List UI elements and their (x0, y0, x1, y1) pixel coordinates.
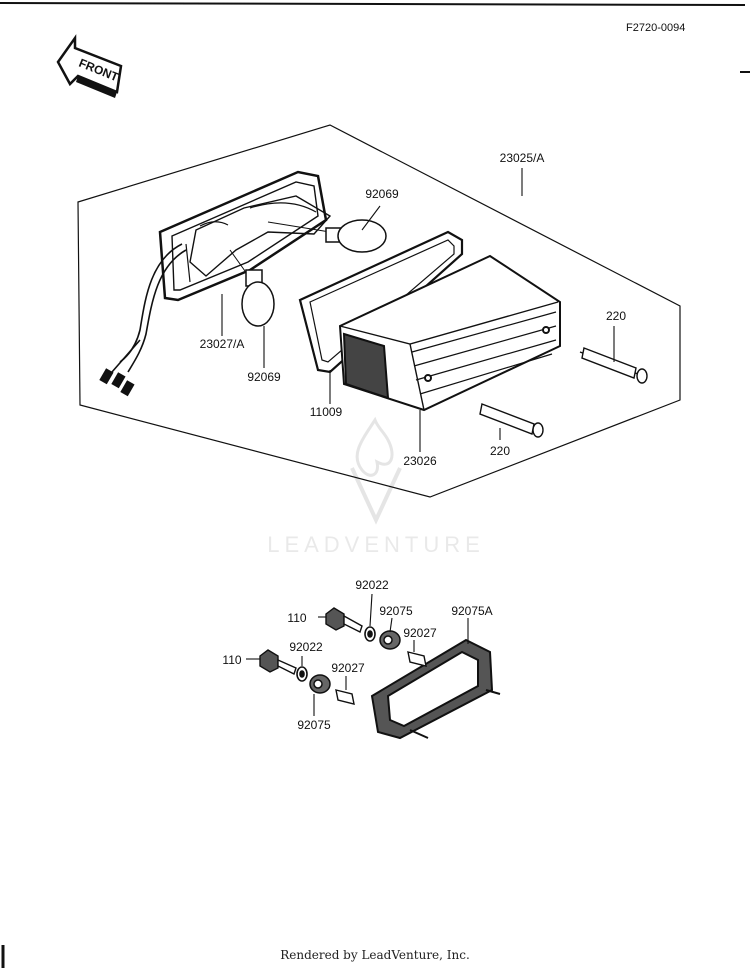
front-arrow-icon: FRONT (56, 34, 123, 98)
callout-92069-upper: 92069 (365, 187, 399, 201)
grommet-lower (309, 674, 331, 694)
footer-credit: Rendered by LeadVenture, Inc. (280, 948, 470, 962)
callout-92075-lower: 92075 (297, 718, 331, 732)
callout-23027-a: 23027/A (200, 337, 245, 351)
callout-92027-upper: 92027 (403, 626, 437, 640)
callout-23025-a: 23025/A (500, 151, 545, 165)
callout-220-lower: 220 (490, 444, 510, 458)
callout-110-upper: 110 (287, 611, 306, 625)
callout-92022-lower: 92022 (289, 640, 323, 654)
lamp-case (338, 254, 561, 412)
callout-92069-lower: 92069 (247, 370, 281, 384)
bulb-lower (241, 269, 275, 327)
screw-right (579, 347, 648, 384)
lamp-housing (158, 170, 332, 302)
collar-lower (335, 689, 355, 705)
washer-lower (296, 666, 308, 682)
assembly-outline (77, 124, 681, 498)
callout-110-lower: 110 (222, 653, 241, 667)
bolt-upper (325, 607, 363, 633)
gasket (298, 230, 464, 374)
callout-92022-upper: 92022 (355, 578, 389, 592)
collar-upper (407, 651, 427, 667)
bulb-upper (325, 219, 387, 253)
grommet-upper (379, 630, 401, 650)
screw-lower (479, 403, 544, 438)
watermark-text: LEADVENTURE (267, 532, 485, 557)
callout-92027-lower: 92027 (331, 661, 365, 675)
bolt-lower (259, 649, 297, 675)
leadventure-watermark: LEADVENTURE (267, 416, 485, 557)
callout-11009: 11009 (310, 405, 343, 419)
mounting-bracket (370, 638, 501, 740)
callout-23026: 23026 (403, 454, 437, 468)
drawing-code: F2720-0094 (626, 22, 686, 34)
callout-92075-upper: 92075 (379, 604, 413, 618)
callout-220-right: 220 (606, 309, 626, 323)
washer-upper (364, 626, 376, 642)
wire-harness (99, 243, 187, 397)
callout-92075a: 92075A (451, 604, 492, 618)
